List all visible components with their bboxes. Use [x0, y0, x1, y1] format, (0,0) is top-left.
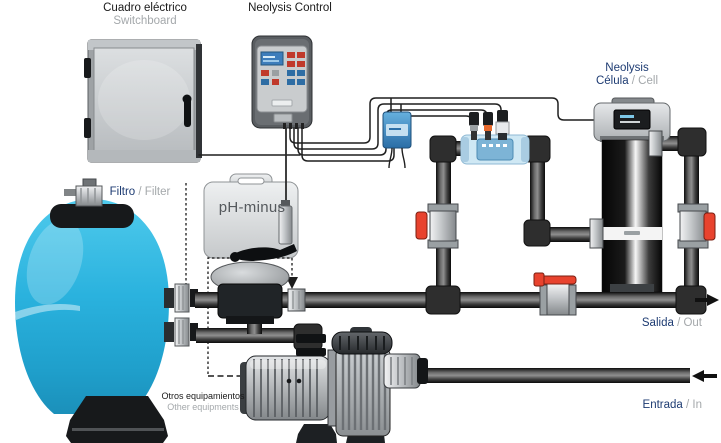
control-button [287, 79, 295, 85]
pipe-elbow [429, 135, 457, 163]
other-equipment-label-es: Otros equipamientos [161, 391, 245, 401]
cell-label-brand: Neolysis [605, 62, 649, 74]
valve-handle-red [703, 212, 716, 241]
control-button [261, 70, 269, 76]
sand-filter [15, 178, 198, 443]
switchboard-label-es: Cuadro eléctrico [103, 2, 187, 14]
pump-outlet-union [383, 353, 421, 389]
neolysis-cell [593, 97, 671, 293]
cell-label-es: Célula [595, 75, 629, 87]
flow-arrow-in-icon [692, 370, 704, 382]
outlet-label-en: / Out [677, 317, 702, 329]
pipe-filter-to-pump [196, 328, 306, 343]
control-label: Neolysis Control [238, 2, 342, 15]
control-button [297, 52, 305, 58]
filter-port-bottom [164, 317, 198, 347]
wire-to-probe-3 [293, 103, 502, 150]
cell-label-en: / Cell [631, 75, 658, 87]
control-button [297, 70, 305, 76]
outlet-label: Salida / Out [592, 317, 702, 330]
ball-valve-left [415, 203, 459, 249]
suction-lance [278, 205, 293, 245]
outlet-label-es: Salida [641, 317, 674, 329]
wire-to-cell [289, 97, 601, 144]
other-equipment-label: Otros equipamientos Other equipments [146, 391, 260, 413]
flow-arrow-out-icon [707, 294, 719, 306]
dosing-point-arrow-icon [286, 277, 298, 289]
pipe-union [287, 288, 306, 312]
filter-collar [50, 204, 134, 228]
probe-3 [495, 110, 510, 140]
filter-port-top [164, 283, 198, 313]
probe-2 [483, 112, 493, 140]
control-lcd-display [260, 51, 284, 66]
flow-arrows [692, 294, 719, 382]
other-equipment-label-en: Other equipments [167, 402, 239, 412]
dosing-pump [382, 98, 412, 169]
pipe-in-main [408, 368, 690, 383]
valve-handle-red [415, 211, 428, 240]
multiport-valve [210, 244, 297, 324]
pipe-elbow [677, 127, 707, 157]
cell-body [601, 139, 663, 293]
cabinet-hinge-bottom [84, 118, 91, 138]
cell-label: Neolysis Célula / Cell [577, 62, 677, 88]
filter-label-en: / Filter [138, 186, 171, 198]
valves-and-unions [287, 130, 716, 316]
cabinet-handle [184, 97, 191, 127]
filter-tank [15, 199, 169, 414]
control-label-text: Neolysis Control [248, 2, 332, 14]
cell-outlet-union [648, 130, 663, 157]
pipe-riser-mid [530, 146, 545, 234]
switchboard-cabinet [84, 39, 202, 163]
circulation-pump [240, 327, 428, 443]
probe-manifold [460, 110, 530, 165]
inlet-label-en: / In [686, 399, 702, 411]
dosing-tubes [388, 147, 406, 169]
neolysis-control-unit [251, 35, 313, 129]
filter-base [66, 396, 168, 443]
cabinet-door [93, 47, 195, 153]
cell-display [613, 109, 651, 130]
ph-minus-label: pH-minus [218, 199, 286, 216]
ph-minus-canister [203, 128, 299, 259]
ball-valve-right [677, 203, 716, 249]
control-button [297, 61, 305, 67]
probe-1 [469, 112, 479, 140]
pipe-tee [425, 285, 461, 315]
control-button [287, 70, 295, 76]
inlet-label: Entrada / In [592, 399, 702, 412]
control-button [261, 79, 269, 85]
control-button [287, 61, 295, 67]
pipe-cell-inlet [542, 227, 594, 242]
switchboard-label-en: Switchboard [113, 15, 177, 27]
cabinet-hinge-top [84, 58, 91, 78]
ball-valve-outlet [533, 272, 577, 316]
pipe-elbow [523, 219, 551, 247]
cell-inlet-union [589, 218, 604, 249]
control-button [297, 79, 305, 85]
multiport-valve-handle [230, 244, 297, 261]
canister-handle [237, 177, 265, 185]
filter-label: Filtro / Filter [94, 186, 186, 199]
control-button [287, 52, 295, 58]
switchboard-label: Cuadro eléctrico Switchboard [86, 2, 204, 28]
multiport-valve-body [217, 283, 283, 319]
pump-foot [296, 424, 337, 443]
cell-label-sub: Célula / Cell [577, 75, 677, 88]
inlet-label-es: Entrada [642, 399, 683, 411]
filter-label-es: Filtro [109, 186, 136, 198]
